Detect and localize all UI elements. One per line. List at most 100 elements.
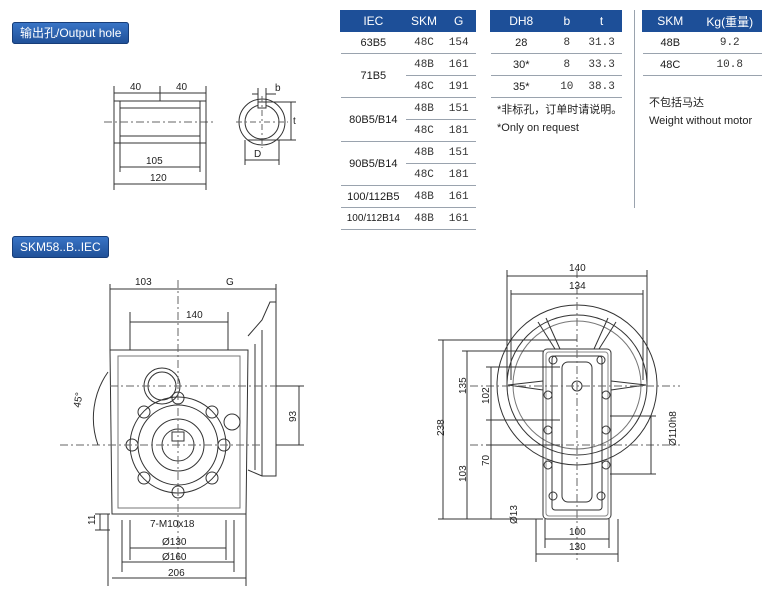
bore-t-cell: 38.3: [581, 75, 622, 98]
iec-cell: 100/112B5: [340, 185, 407, 208]
iec-header-iec: IEC: [340, 10, 407, 32]
hollow-shaft-outline: [113, 100, 207, 144]
bore-note-cn: *非标孔，订单时请说明。: [497, 104, 623, 116]
dim-103: 103: [135, 277, 152, 288]
dim-40-right: 40: [176, 82, 188, 93]
dim-7-M10x18: 7-M10x18: [150, 519, 195, 530]
skm-cell: 48C: [406, 163, 442, 186]
iec-cell: 90B5/B14: [340, 141, 407, 186]
bore-b-cell: 8: [551, 31, 582, 54]
g-cell: 161: [441, 53, 476, 76]
bore-b-cell: 10: [551, 75, 582, 98]
dim-93: 93: [288, 410, 299, 422]
weight-note-en: Weight without motor: [649, 115, 753, 127]
weight-header-kg: Kg(重量): [697, 10, 763, 32]
dim-206: 206: [168, 568, 185, 579]
dim-front-130: 130: [569, 542, 586, 553]
dim-front-13-dia: Ø13: [509, 505, 520, 524]
dim-front-140: 140: [569, 263, 586, 274]
dim-front-102: 102: [481, 387, 492, 404]
g-cell: 151: [441, 141, 476, 164]
bore-notes: *非标孔，订单时请说明。 *Only on request: [497, 101, 622, 137]
bore-d-cell: 28: [490, 31, 552, 54]
output-flange: [129, 396, 227, 494]
iec-cell: 71B5: [340, 53, 407, 98]
bore-d-cell: 35*: [490, 75, 552, 98]
skm-cell: 48C: [406, 75, 442, 98]
model-badge: SKM58..B..IEC: [12, 236, 109, 258]
skm-cell: 48B: [406, 207, 442, 230]
g-cell: 161: [441, 207, 476, 230]
bore-t-cell: 33.3: [581, 53, 622, 76]
skm-cell: 48B: [406, 185, 442, 208]
iec-cell: 80B5/B14: [340, 97, 407, 142]
g-cell: 191: [441, 75, 476, 98]
iec-cell: 63B5: [340, 31, 407, 54]
g-cell: 161: [441, 185, 476, 208]
dim-105: 105: [146, 156, 163, 167]
dim-front-238: 238: [436, 419, 447, 436]
skm-cell: 48B: [406, 53, 442, 76]
dim-front-134: 134: [569, 281, 586, 292]
bore-table-separator: [634, 10, 635, 208]
dim-b: b: [275, 83, 281, 94]
iec-cell: 100/112B14: [340, 207, 407, 230]
bore-inner-circle: [244, 104, 280, 140]
dim-D: D: [254, 149, 261, 160]
dim-40-left: 40: [130, 82, 142, 93]
g-cell: 154: [441, 31, 476, 54]
motor-flange-circle: [496, 304, 658, 466]
weight-kg-cell: 10.8: [698, 53, 762, 76]
weight-notes: 不包括马达 Weight without motor: [649, 94, 752, 130]
dim-front-135: 135: [458, 377, 469, 394]
dim-angle-45: 45°: [72, 392, 85, 409]
dim-140: 140: [186, 310, 203, 321]
front-housing: [542, 348, 612, 520]
gearbox-housing: [109, 349, 249, 515]
skm-cell: 48B: [406, 141, 442, 164]
dim-160-dia: Ø160: [162, 552, 187, 563]
bore-d-cell: 30*: [490, 53, 552, 76]
bore-header-d: DH8: [489, 10, 553, 32]
g-cell: 181: [441, 119, 476, 142]
iec-header-g: G: [441, 10, 476, 32]
dim-front-103: 103: [458, 465, 469, 482]
dim-t: t: [293, 116, 296, 127]
dim-front-110h8: Ø110h8: [668, 411, 679, 446]
bore-outer-circle: [238, 98, 286, 146]
dim-front-100: 100: [569, 527, 586, 538]
skm-cell: 48C: [406, 119, 442, 142]
bore-header-b: b: [551, 10, 583, 32]
weight-kg-cell: 9.2: [698, 31, 762, 54]
dim-G: G: [226, 277, 234, 288]
weight-note-cn: 不包括马达: [649, 97, 704, 109]
bore-header-t: t: [581, 10, 622, 32]
skm-cell: 48C: [406, 31, 442, 54]
dim-120: 120: [150, 173, 167, 184]
dim-front-70: 70: [481, 454, 492, 466]
skm-cell: 48B: [406, 97, 442, 120]
output-hole-badge: 输出孔/Output hole: [12, 22, 130, 44]
motor-flange: [247, 301, 277, 477]
g-cell: 181: [441, 163, 476, 186]
bore-note-en: *Only on request: [497, 122, 579, 134]
dim-130-dia: Ø130: [162, 537, 187, 548]
iec-header-skm: SKM: [405, 10, 443, 32]
input-bore: [143, 367, 181, 405]
